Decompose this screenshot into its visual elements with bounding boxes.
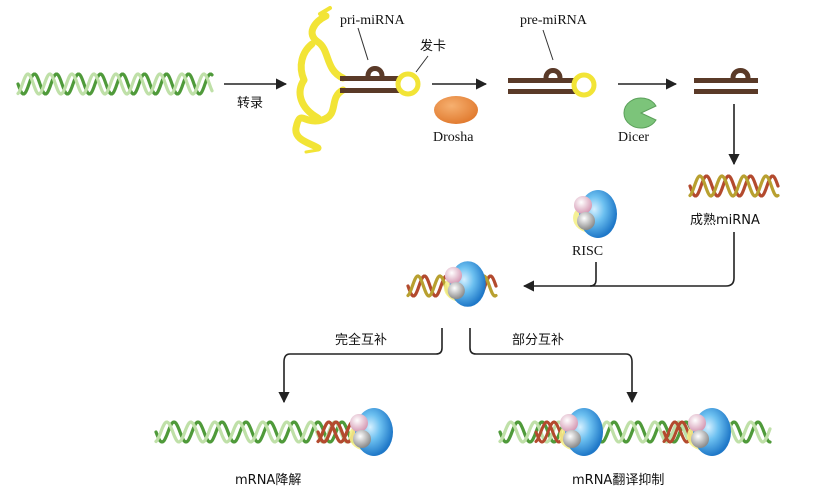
dicer-enzyme-icon bbox=[623, 97, 657, 129]
dicer-label: Dicer bbox=[618, 130, 649, 145]
partial-complement-label: 部分互补 bbox=[512, 333, 564, 348]
pri-mirna-label: pri-miRNA bbox=[340, 13, 405, 28]
pre-mirna-label: pre-miRNA bbox=[520, 13, 588, 28]
pre-mirna-structure bbox=[508, 29, 597, 98]
mirna-duplex bbox=[694, 68, 758, 94]
translation-inhibition-complex bbox=[498, 408, 772, 456]
loading-arrows bbox=[522, 232, 735, 292]
translation-inhibition-label: mRNA翻译抑制 bbox=[572, 473, 664, 488]
mrna-degradation-complex bbox=[154, 408, 393, 456]
risc-mirna-complex bbox=[406, 261, 498, 307]
full-complement-label: 完全互补 bbox=[335, 332, 387, 348]
drosha-enzyme-icon bbox=[434, 96, 478, 124]
hairpin-label: 发卡 bbox=[420, 38, 446, 54]
drosha-label: Drosha bbox=[433, 130, 474, 145]
transcription-label: 转录 bbox=[237, 96, 263, 111]
mature-mirna-label: 成熟miRNA bbox=[690, 212, 760, 228]
mature-mirna-helix bbox=[688, 174, 780, 198]
risc-complex-icon bbox=[573, 190, 617, 238]
genomic-dna-helix bbox=[16, 72, 214, 96]
mrna-degradation-label: mRNA降解 bbox=[235, 473, 301, 488]
branch-arrows bbox=[278, 328, 638, 404]
risc-label: RISC bbox=[572, 244, 603, 259]
pri-mirna-structure bbox=[292, 6, 429, 154]
